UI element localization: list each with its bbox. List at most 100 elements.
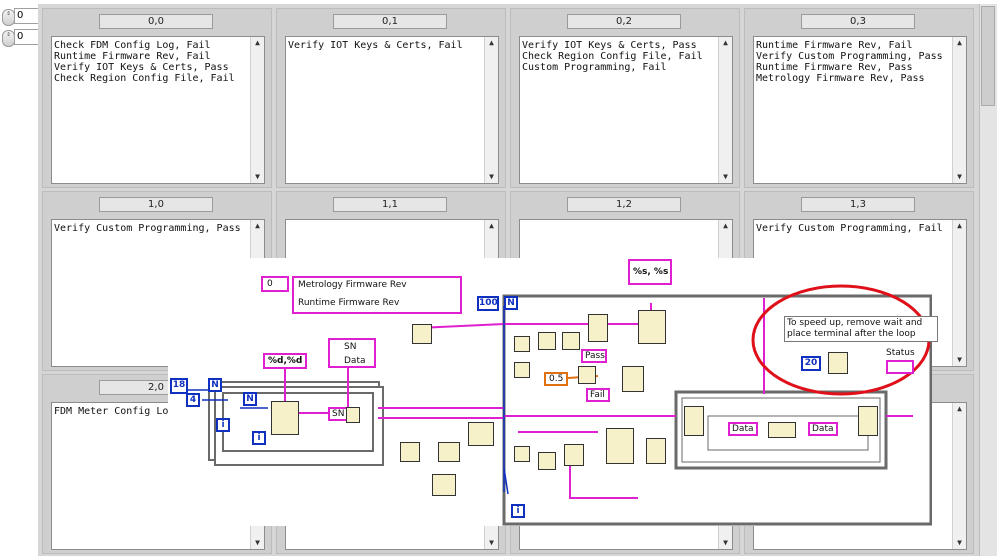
array-cell-0-2: 0,2 Verify IOT Keys & Certs, Pass Check … (510, 8, 740, 188)
scroll-up-icon[interactable]: ▲ (723, 38, 728, 47)
replace-subset-node (606, 428, 634, 464)
row-index-value[interactable]: 0 (14, 8, 40, 24)
cell-textbox[interactable]: Verify IOT Keys & Certs, Pass Check Regi… (519, 36, 733, 184)
row-index-control[interactable]: ⇕ 0 (0, 8, 40, 26)
scroll-up-icon[interactable]: ▲ (489, 221, 494, 230)
array-cell-0-1: 0,1 Verify IOT Keys & Certs, Fail ▲▼ (276, 8, 506, 188)
cell-header: 0,2 (567, 14, 681, 29)
pass-text: Pass (585, 351, 605, 361)
scroll-down-icon[interactable]: ▼ (957, 172, 962, 181)
column-index-control[interactable]: ⇕ 0 (0, 29, 40, 47)
outer-iteration-terminal: i (511, 504, 525, 518)
index-array-node-2 (468, 422, 494, 446)
array-size-node (400, 442, 420, 462)
queue-dequeue-node (858, 406, 878, 436)
scroll-down-icon[interactable]: ▼ (255, 538, 260, 547)
build-array-node (412, 324, 432, 344)
cell-text: Runtime Firmware Rev, Fail Verify Custom… (756, 40, 943, 84)
index-array-node (588, 314, 608, 342)
scroll-up-icon[interactable]: ▲ (957, 221, 962, 230)
iteration-terminal: i (216, 418, 230, 432)
format-into-string-node (271, 401, 299, 435)
array-index-display: 0 (261, 276, 289, 292)
loop-count-terminal: N (208, 378, 222, 392)
wait-ms-node (828, 352, 848, 374)
cell-header: 0,1 (333, 14, 447, 29)
array-vertical-scrollbar[interactable] (979, 4, 997, 556)
inner-iteration-terminal: i (252, 431, 266, 445)
inner-loop-count-terminal: N (243, 392, 257, 406)
scroll-up-icon[interactable]: ▲ (723, 221, 728, 230)
constant-100: 100 (477, 296, 499, 311)
scroll-down-icon[interactable]: ▼ (723, 538, 728, 547)
outer-loop-count-terminal: N (504, 296, 518, 310)
data-tag-2: Data (808, 422, 838, 436)
array-index-value: 0 (267, 279, 273, 289)
inner-loop-n-label: N (246, 394, 254, 404)
scroll-up-icon[interactable]: ▲ (255, 38, 260, 47)
cluster-constant: SN Data (328, 338, 376, 368)
constant-20-value: 20 (804, 358, 818, 368)
cell-textbox[interactable]: Verify IOT Keys & Certs, Fail ▲▼ (285, 36, 499, 184)
round-node (562, 332, 580, 350)
string-array-constant: Metrology Firmware Rev Runtime Firmware … (292, 276, 462, 314)
cell-textbox[interactable]: Runtime Firmware Rev, Fail Verify Custom… (753, 36, 967, 184)
cell-textbox[interactable]: Check FDM Config Log, Fail Runtime Firmw… (51, 36, 265, 184)
scrollbar-thumb[interactable] (981, 6, 995, 106)
cell-scrollbar[interactable]: ▲▼ (952, 403, 966, 549)
format-into-string-node-2 (638, 310, 666, 344)
scroll-down-icon[interactable]: ▼ (489, 172, 494, 181)
array-cell-0-3: 0,3 Runtime Firmware Rev, Fail Verify Cu… (744, 8, 974, 188)
constant-100-value: 100 (479, 298, 498, 308)
data-tag-1-text: Data (732, 424, 754, 434)
scroll-up-icon[interactable]: ▲ (255, 221, 260, 230)
random-number-node (514, 336, 530, 352)
select-node (622, 366, 644, 392)
cell-text: FDM Meter Config Log (54, 406, 175, 417)
random-number-node-3 (514, 446, 530, 462)
outer-loop-n-label: N (507, 298, 515, 308)
cell-header: 0,0 (99, 14, 213, 29)
cell-scrollbar[interactable]: ▲▼ (718, 37, 732, 183)
cell-text: Verify Custom Programming, Fail (756, 223, 943, 234)
format-string-inner: %d,%d (263, 353, 307, 369)
scroll-down-icon[interactable]: ▼ (489, 538, 494, 547)
scroll-down-icon[interactable]: ▼ (255, 172, 260, 181)
cluster-field-sn: SN (344, 342, 357, 352)
comment-box: To speed up, remove wait and place termi… (784, 316, 938, 342)
constant-4-value: 4 (189, 395, 197, 405)
scroll-up-icon[interactable]: ▲ (489, 38, 494, 47)
format-string-outer: %s, %s (628, 259, 672, 285)
format-outer-text: %s, %s (633, 267, 669, 277)
iteration-i-label: i (221, 420, 225, 430)
constant-4: 4 (186, 393, 200, 407)
random-number-node-2 (514, 362, 530, 378)
array-item-1: Metrology Firmware Rev (298, 280, 407, 290)
status-indicator (886, 360, 914, 374)
product-node (438, 442, 460, 462)
queue-element-node (684, 406, 704, 436)
constant-18: 18 (170, 378, 188, 394)
greater-than-node (578, 366, 596, 384)
scroll-down-icon[interactable]: ▼ (723, 172, 728, 181)
cluster-field-data: Data (344, 356, 366, 366)
scroll-up-icon[interactable]: ▲ (957, 38, 962, 47)
cell-header: 1,0 (99, 197, 213, 212)
cell-header: 0,3 (801, 14, 915, 29)
bundle-node (768, 422, 796, 438)
data-tag-1: Data (728, 422, 758, 436)
scroll-up-icon[interactable]: ▲ (957, 404, 962, 413)
cell-scrollbar[interactable]: ▲▼ (250, 37, 264, 183)
scroll-down-icon[interactable]: ▼ (957, 538, 962, 547)
array-to-cluster-node (432, 474, 456, 496)
scroll-down-icon[interactable]: ▼ (957, 355, 962, 364)
cell-scrollbar[interactable]: ▲▼ (484, 37, 498, 183)
unbundle-node (646, 438, 666, 464)
constant-0-5: 0.5 (544, 372, 568, 386)
cell-scrollbar[interactable]: ▲▼ (952, 37, 966, 183)
cell-scrollbar[interactable]: ▲▼ (952, 220, 966, 366)
cell-text: Verify Custom Programming, Pass (54, 223, 241, 234)
constant-0-5-value: 0.5 (549, 374, 564, 384)
column-index-value[interactable]: 0 (14, 29, 40, 45)
loop-n-label: N (211, 380, 219, 390)
